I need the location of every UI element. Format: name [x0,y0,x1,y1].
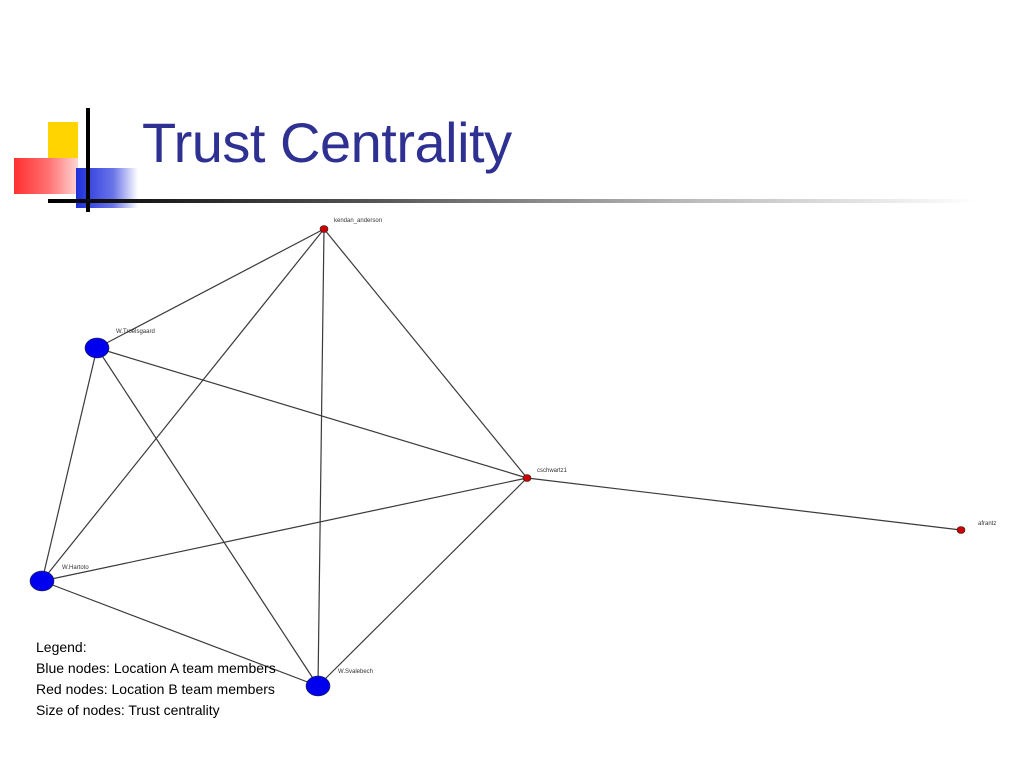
edge-W.Troelsgaard-W.Hartoto [41,347,98,582]
legend-heading: Legend: [36,639,87,655]
legend: Legend: Blue nodes: Location A team memb… [36,637,276,721]
node-cschwartz1 [522,474,532,482]
edge-kendan_anderson-cschwartz1 [323,228,528,479]
edge-W.Hartoto-cschwartz1 [41,477,528,582]
edge-W.Troelsgaard-cschwartz1 [96,347,528,479]
edges-layer [41,228,962,687]
title-underline-rule [48,199,978,203]
edge-kendan_anderson-W.Hartoto [41,228,325,582]
node-label-W.Troelsgaard: W.Troelsgaard [116,329,155,335]
node-W.Svalebech [305,675,331,697]
node-label-afrantz: afrantz [978,521,996,527]
node-afrantz [956,526,966,534]
legend-node-size: Size of nodes: Trust centrality [36,702,220,718]
node-W.Troelsgaard [84,337,110,359]
edge-cschwartz1-afrantz [526,477,962,531]
edge-W.Hartoto-W.Svalebech [41,580,319,687]
accent-vertical-line [86,108,90,212]
edge-W.Troelsgaard-W.Svalebech [96,347,319,687]
page-title: Trust Centrality [142,111,512,174]
edge-W.Svalebech-cschwartz1 [317,477,528,687]
node-label-kendan_anderson: kendan_anderson [334,218,382,224]
node-W.Hartoto [29,570,55,592]
nodes-layer [29,225,966,697]
red-accent-square [14,158,78,194]
node-label-cschwartz1: cschwartz1 [537,468,568,474]
edge-kendan_anderson-W.Troelsgaard [96,228,325,349]
node-kendan_anderson [319,225,329,233]
node-label-W.Svalebech: W.Svalebech [338,669,373,675]
edge-kendan_anderson-W.Svalebech [317,228,325,687]
legend-blue-nodes: Blue nodes: Location A team members [36,660,276,676]
legend-red-nodes: Red nodes: Location B team members [36,681,275,697]
node-label-W.Hartoto: W.Hartoto [62,565,89,571]
